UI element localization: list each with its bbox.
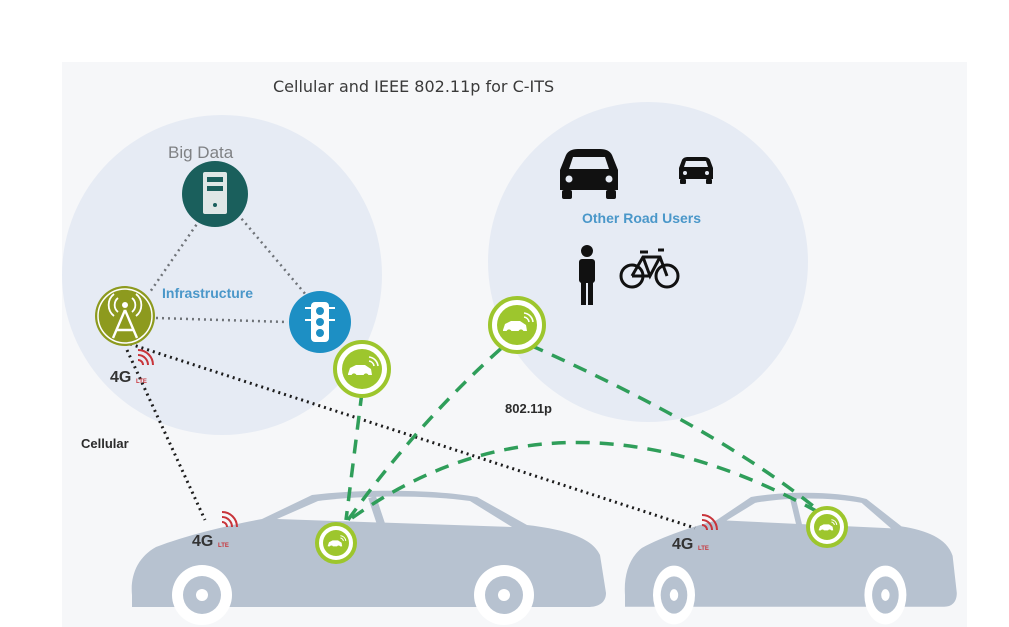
bicycle-icon [619,248,680,289]
traffic-light-icon [289,291,351,353]
svg-text:4G: 4G [110,369,131,386]
svg-text:4G: 4G [672,536,693,553]
svg-text:LTE: LTE [136,379,147,385]
cellular-links [125,342,696,530]
v2x-car-icon [315,522,357,564]
v2x-car-icon [488,296,546,354]
svg-text:LTE: LTE [218,543,229,549]
car-icon [560,149,618,199]
svg-text:4G: 4G [192,533,213,550]
road-users-cluster [488,102,808,422]
vehicle-right [625,493,957,625]
infrastructure-label: Infrastructure [162,285,253,301]
v2x-car-icon [806,506,848,548]
network-4g-badge-left-car: 4G LTE [192,511,238,550]
wifi-standard-label: 802.11p [505,401,552,416]
vehicle-left [132,491,606,625]
diagram-title: Cellular and IEEE 802.11p for C-ITS [273,77,554,96]
cell-tower-icon [95,286,155,346]
other-road-users-label: Other Road Users [582,210,701,226]
big-data-label: Big Data [168,143,234,162]
infrastructure-links [148,204,313,324]
network-4g-badge-right-car: 4G LTE [672,514,718,553]
cellular-label: Cellular [81,436,129,451]
svg-text:LTE: LTE [698,546,709,552]
network-4g-badge-tower: 4G LTE [110,349,154,386]
server-icon [182,161,248,227]
pedestrian-icon [579,245,595,305]
car-icon [679,157,713,184]
wifi-links [344,343,820,522]
v2x-car-icon [333,340,391,398]
